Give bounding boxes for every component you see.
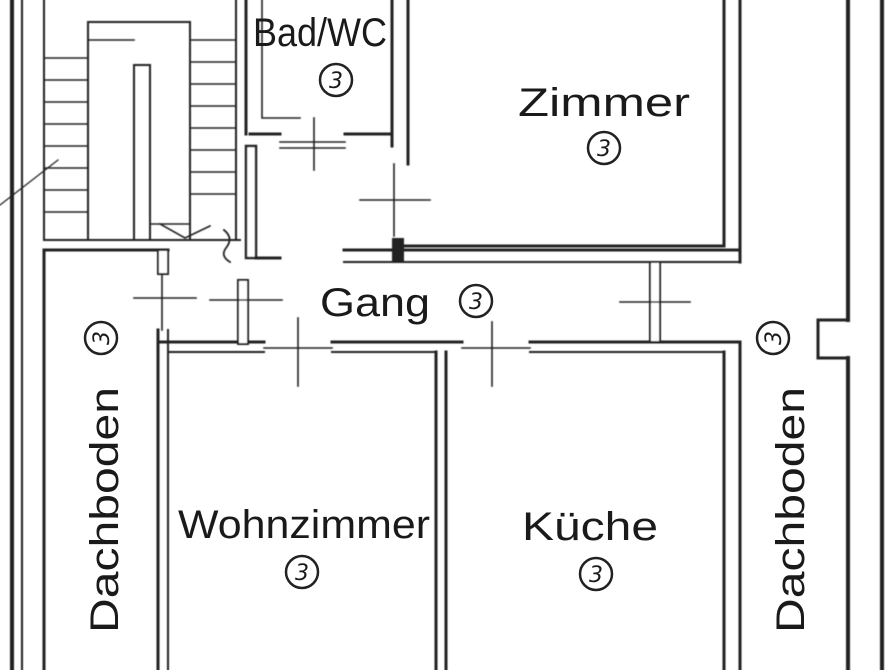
room-label-kueche: Küche bbox=[522, 505, 658, 549]
kueche-walls bbox=[722, 340, 742, 670]
doors-gang bbox=[133, 273, 691, 387]
unit-marker-dachboden-right: 3 bbox=[755, 320, 791, 356]
unit-marker-bad-wc: 3 bbox=[318, 62, 354, 98]
door-zimmer bbox=[359, 163, 431, 237]
room-label-dachboden-left: Dachboden bbox=[83, 387, 127, 633]
svg-text:3: 3 bbox=[762, 331, 787, 345]
unit-marker-gang: 3 bbox=[458, 283, 494, 319]
outer-wall-right bbox=[816, 0, 884, 670]
zimmer-walls bbox=[342, 0, 742, 264]
svg-text:3: 3 bbox=[295, 561, 309, 586]
svg-text:3: 3 bbox=[90, 331, 115, 345]
room-label-zimmer: Zimmer bbox=[518, 81, 690, 125]
room-label-bad-wc: Bad/WC bbox=[253, 11, 387, 55]
room-label-gang: Gang bbox=[320, 281, 430, 325]
staircase bbox=[0, 0, 241, 264]
svg-text:3: 3 bbox=[589, 563, 603, 588]
svg-text:3: 3 bbox=[329, 69, 343, 94]
unit-marker-kueche: 3 bbox=[578, 556, 614, 592]
wall-stair-to-gang bbox=[244, 144, 282, 260]
unit-marker-wohnzimmer: 3 bbox=[284, 554, 320, 590]
wohnzimmer-walls bbox=[434, 350, 448, 670]
outer-wall-left bbox=[10, 0, 23, 670]
unit-marker-dachboden-left: 3 bbox=[83, 320, 119, 356]
unit-marker-zimmer: 3 bbox=[586, 130, 622, 166]
door-bad-wc bbox=[279, 117, 346, 171]
svg-text:3: 3 bbox=[469, 290, 483, 315]
bad-wc-walls bbox=[244, 0, 394, 148]
svg-text:3: 3 bbox=[597, 137, 611, 162]
room-label-dachboden-right: Dachboden bbox=[769, 387, 813, 633]
room-label-wohnzimmer: Wohnzimmer bbox=[178, 503, 430, 547]
